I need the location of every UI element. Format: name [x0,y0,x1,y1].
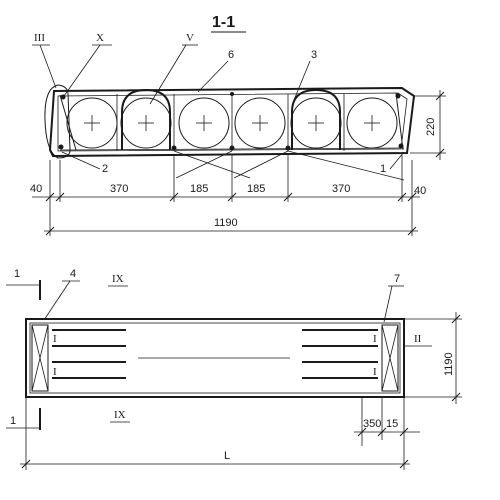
bar-mark-left-top: I [53,333,57,345]
label-iii: III [34,32,45,44]
plan-label-ix-top: IX [112,273,124,285]
detail-iii-outline [44,84,71,159]
dim-seg3: 185 [247,183,265,195]
dim-right-offset: 40 [414,185,426,197]
leader-v [149,44,187,105]
rebar-dot [285,145,291,151]
leader-4 [43,280,71,321]
leader-cross-a [173,150,251,179]
leader-7 [383,285,393,323]
end-block-left [31,324,49,392]
leader-2 [61,151,101,170]
leader-x [63,44,101,97]
dim-left-offset: 40 [30,183,42,195]
slab-right-slope [395,92,404,151]
plan-inner-outline [29,322,401,394]
bar-mark-left-bottom: I [53,366,57,378]
bar-mark-right-top: I [373,333,377,345]
section-title: 1-1 [212,14,235,31]
lifting-loop-right [291,88,341,150]
bar-mark-right-bottom: I [373,366,377,378]
plan-dim-width: 1190 [443,352,455,376]
void-6 [346,97,398,149]
leader-cross-b [175,150,233,179]
plan-outline [25,318,405,398]
label-x: X [96,32,104,44]
leader-cross-c [233,150,289,179]
void-1 [66,97,118,149]
plan-label-1-bottom: 1 [10,415,16,427]
dim-height: 220 [425,118,437,136]
label-v: V [186,32,194,44]
leader-3 [293,60,311,101]
label-2: 2 [102,163,108,175]
lifting-loop-left [121,88,171,150]
slab-left-slope [59,94,77,151]
plan-view: 1 4 IX 7 I I I I [6,268,462,470]
plan-label-4: 4 [70,268,76,280]
leader-6 [197,60,229,93]
rebar-dot [398,143,404,149]
dim-seg1: 370 [110,183,128,195]
plan-dim-350: 350 [363,418,381,430]
void-3 [178,97,230,149]
leader-cross-d [287,150,405,181]
void-2 [120,97,172,149]
dim-seg2: 185 [190,183,208,195]
plan-label-7: 7 [394,273,400,285]
slab-outline [48,86,416,158]
leader-iii [39,44,57,89]
section-view: 1-1 [30,14,446,236]
dim-total: 1190 [214,217,238,229]
plan-label-ix-bottom: IX [114,409,126,421]
dim-seg4: 370 [332,183,350,195]
rebar-dot [230,92,234,96]
rebar-dot [171,145,177,151]
plan-label-1-top: 1 [14,268,20,280]
leader-1 [389,151,405,170]
rebar-dot [395,93,401,99]
plan-dim-length: L [224,450,230,462]
label-3: 3 [311,49,317,61]
rebar-dot [229,145,235,151]
void-5 [290,97,342,149]
end-block-right [381,324,399,392]
label-6: 6 [228,49,234,61]
plan-dim-15: 15 [386,418,398,430]
plan-label-ii: II [414,333,422,345]
label-1: 1 [380,163,386,175]
slab-inner-line [57,92,408,152]
void-4 [234,97,286,149]
rebar-dot [58,144,64,150]
